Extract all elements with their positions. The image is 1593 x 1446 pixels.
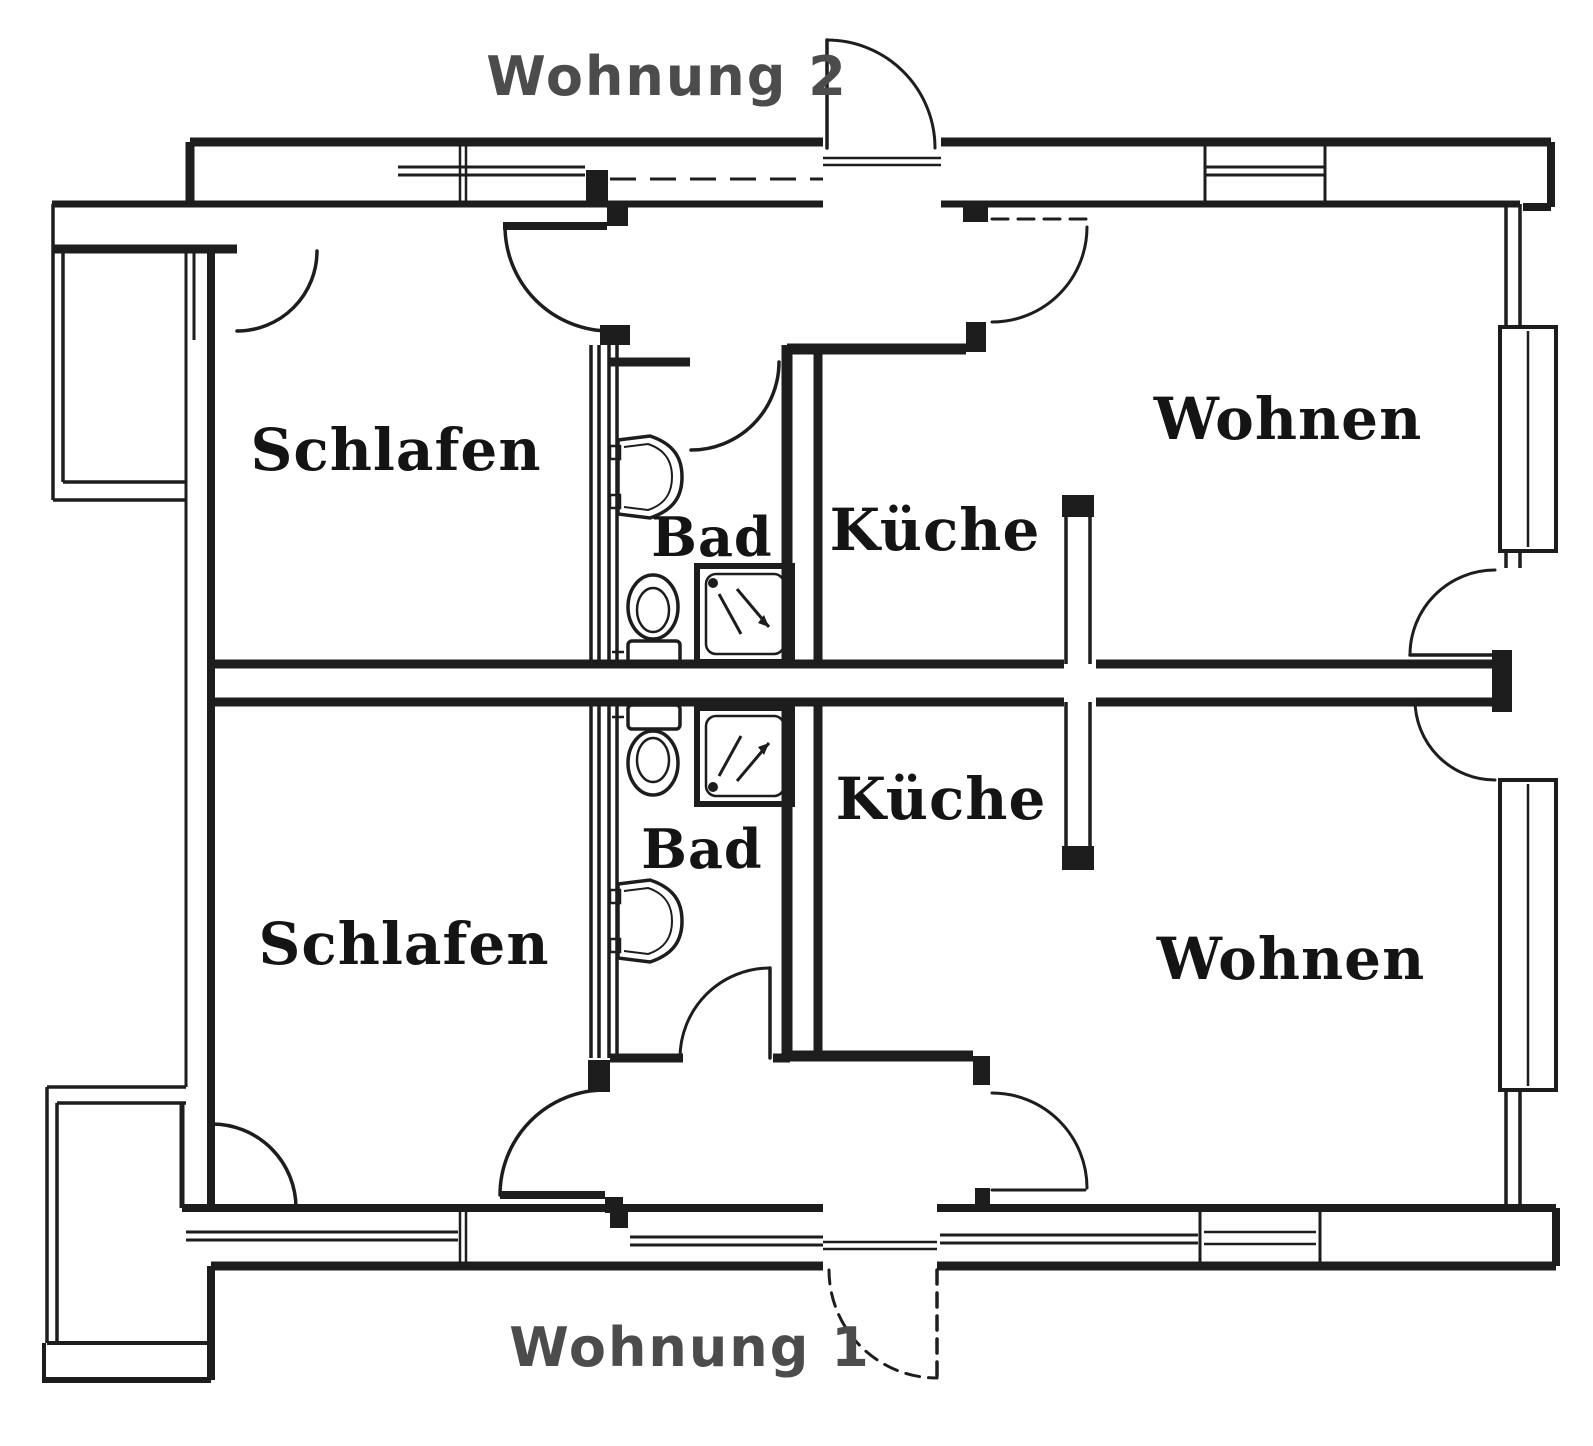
wc-icon [612, 703, 682, 797]
room-label-kueche-bottom: Küche [835, 765, 1047, 833]
window-bay-top-left [51, 204, 237, 502]
door-hall-wohnen-top [990, 217, 1089, 324]
entrance-door-top [825, 38, 937, 150]
door-hall-wohnen-bottom [990, 1091, 1089, 1192]
door-bad-bottom [678, 966, 772, 1060]
door-arc-schlafen-top-corner [235, 249, 319, 333]
room-label-wohnen-top: Wohnen [1153, 385, 1423, 453]
interior-walls [500, 203, 1094, 1213]
window-box-right-top [1498, 325, 1558, 553]
party-wall-pier [1492, 650, 1512, 712]
kitchen-partial-wall-top [1062, 495, 1094, 664]
entrance-door-bottom [827, 1268, 939, 1380]
outer-walls [42, 137, 1560, 1383]
window-bay-bottom-left [45, 1085, 186, 1343]
apartment-label-top: Wohnung 2 [486, 45, 848, 108]
shower-icon [694, 705, 795, 807]
doors [210, 38, 1497, 1380]
room-label-bad-top: Bad [651, 505, 773, 569]
wc-icon [612, 573, 682, 667]
shower-icon [694, 563, 795, 665]
bathroom-fixtures-top [608, 434, 795, 667]
party-wall [208, 650, 1512, 712]
room-label-schlafen-top: Schlafen [250, 416, 542, 484]
balcony-door-bottom [1413, 698, 1497, 782]
kitchen-partial-wall-bottom [1062, 702, 1094, 870]
room-label-schlafen-bottom: Schlafen [258, 910, 550, 978]
door-arc-schlafen-bottom-hall [498, 1088, 607, 1197]
washbasin-icon [608, 434, 684, 520]
room-label-bad-bottom: Bad [641, 817, 763, 881]
room-label-wohnen-bottom: Wohnen [1156, 925, 1426, 993]
door-arc-schlafen-bottom-corner [210, 1122, 298, 1210]
window-band-top [398, 142, 1327, 204]
door-arc-schlafen-top-hall [503, 224, 612, 333]
window-band-bottom [186, 1208, 1322, 1266]
door-arc-bad-top [689, 360, 781, 452]
window-mullion-block [586, 170, 608, 204]
balcony-door-top [1408, 568, 1497, 657]
window-box-right-bottom [1498, 778, 1558, 1092]
bathroom-fixtures-bottom [608, 703, 795, 964]
washbasin-icon [608, 878, 684, 964]
room-label-kueche-top: Küche [829, 496, 1041, 564]
apartment-label-bottom: Wohnung 1 [509, 1316, 871, 1379]
